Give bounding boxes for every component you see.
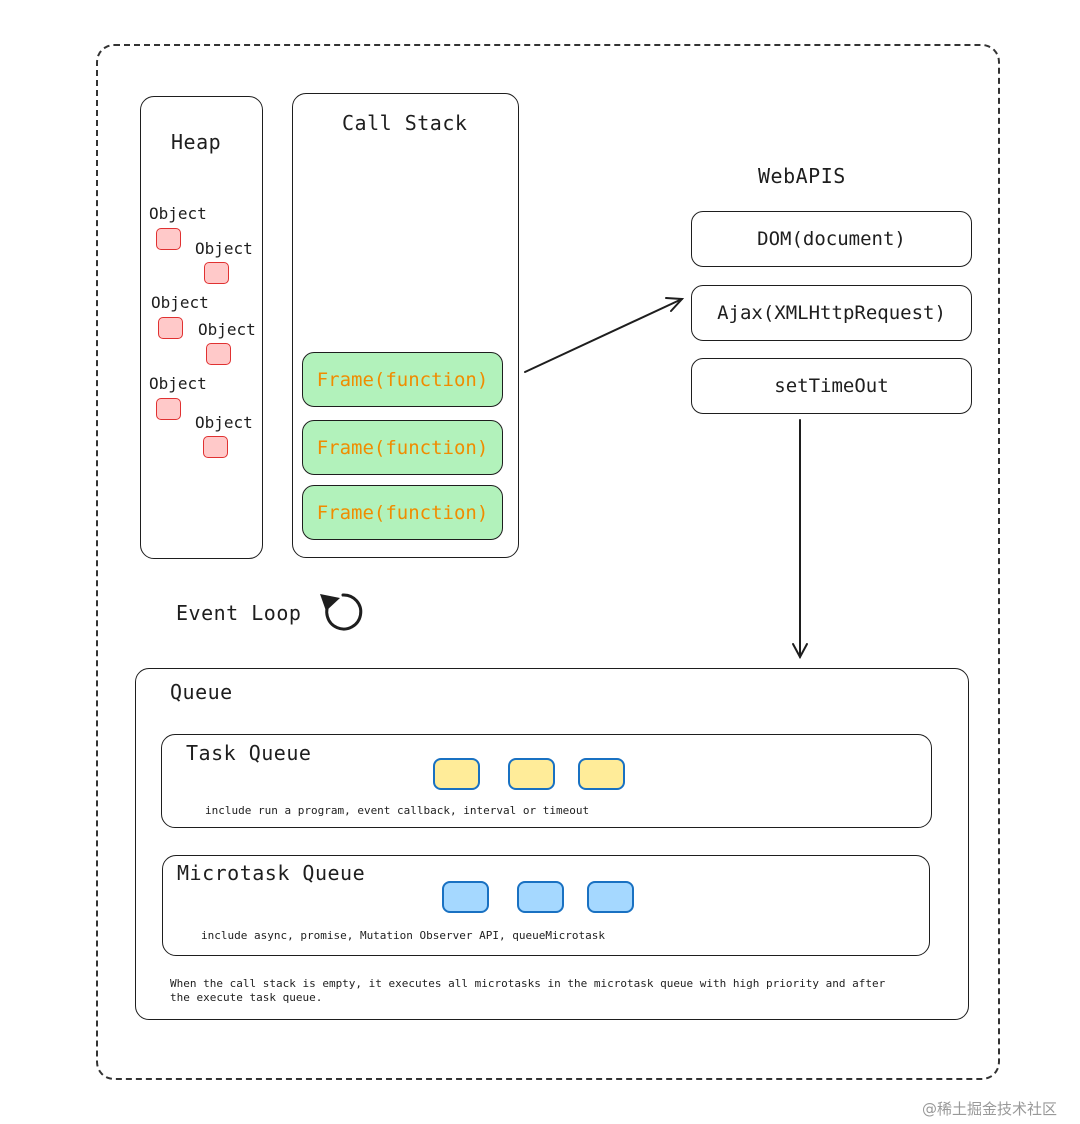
heap-object-label: Object: [151, 293, 209, 312]
web-api-settimeout: setTimeOut: [691, 358, 972, 414]
heap-title: Heap: [171, 130, 222, 154]
arrow-webapis-to-queue: [792, 419, 808, 660]
call-stack-frame: Frame(function): [302, 352, 503, 407]
event-loop-icon: [320, 593, 363, 631]
heap-object: [204, 262, 229, 284]
call-stack-box: [292, 93, 519, 558]
watermark: @稀土掘金技术社区: [922, 1100, 1058, 1118]
diagram-frame: [96, 44, 1000, 1080]
task-queue-item: [578, 758, 625, 790]
microtask-queue-item: [587, 881, 634, 913]
heap-object-label: Object: [149, 204, 207, 223]
web-api-dom: DOM(document): [691, 211, 972, 267]
microtask-queue-item: [442, 881, 489, 913]
heap-object: [206, 343, 231, 365]
heap-object-label: Object: [195, 239, 253, 258]
call-stack-frame: Frame(function): [302, 420, 503, 475]
call-stack-title: Call Stack: [342, 111, 468, 135]
queue-note-line2: the execute task queue.: [170, 991, 323, 1004]
task-queue-item: [433, 758, 480, 790]
queue-note-line1: When the call stack is empty, it execute…: [170, 977, 886, 990]
arrow-stack-to-webapis: [524, 297, 685, 373]
event-loop-label: Event Loop: [176, 601, 302, 625]
task-queue-title: Task Queue: [186, 741, 312, 765]
microtask-queue-description: include async, promise, Mutation Observe…: [201, 929, 605, 942]
heap-object-label: Object: [195, 413, 253, 432]
heap-object: [203, 436, 228, 458]
queue-box: [135, 668, 969, 1020]
call-stack-frame: Frame(function): [302, 485, 503, 540]
task-queue-item: [508, 758, 555, 790]
heap-object: [158, 317, 183, 339]
queue-title: Queue: [170, 680, 233, 704]
web-api-ajax: Ajax(XMLHttpRequest): [691, 285, 972, 341]
heap-object-label: Object: [149, 374, 207, 393]
heap-object-label: Object: [198, 320, 256, 339]
microtask-queue-item: [517, 881, 564, 913]
heap-object: [156, 398, 181, 420]
microtask-queue-title: Microtask Queue: [177, 861, 366, 885]
heap-object: [156, 228, 181, 250]
task-queue-description: include run a program, event callback, i…: [205, 804, 590, 817]
web-apis-title: WebAPIS: [758, 164, 846, 188]
